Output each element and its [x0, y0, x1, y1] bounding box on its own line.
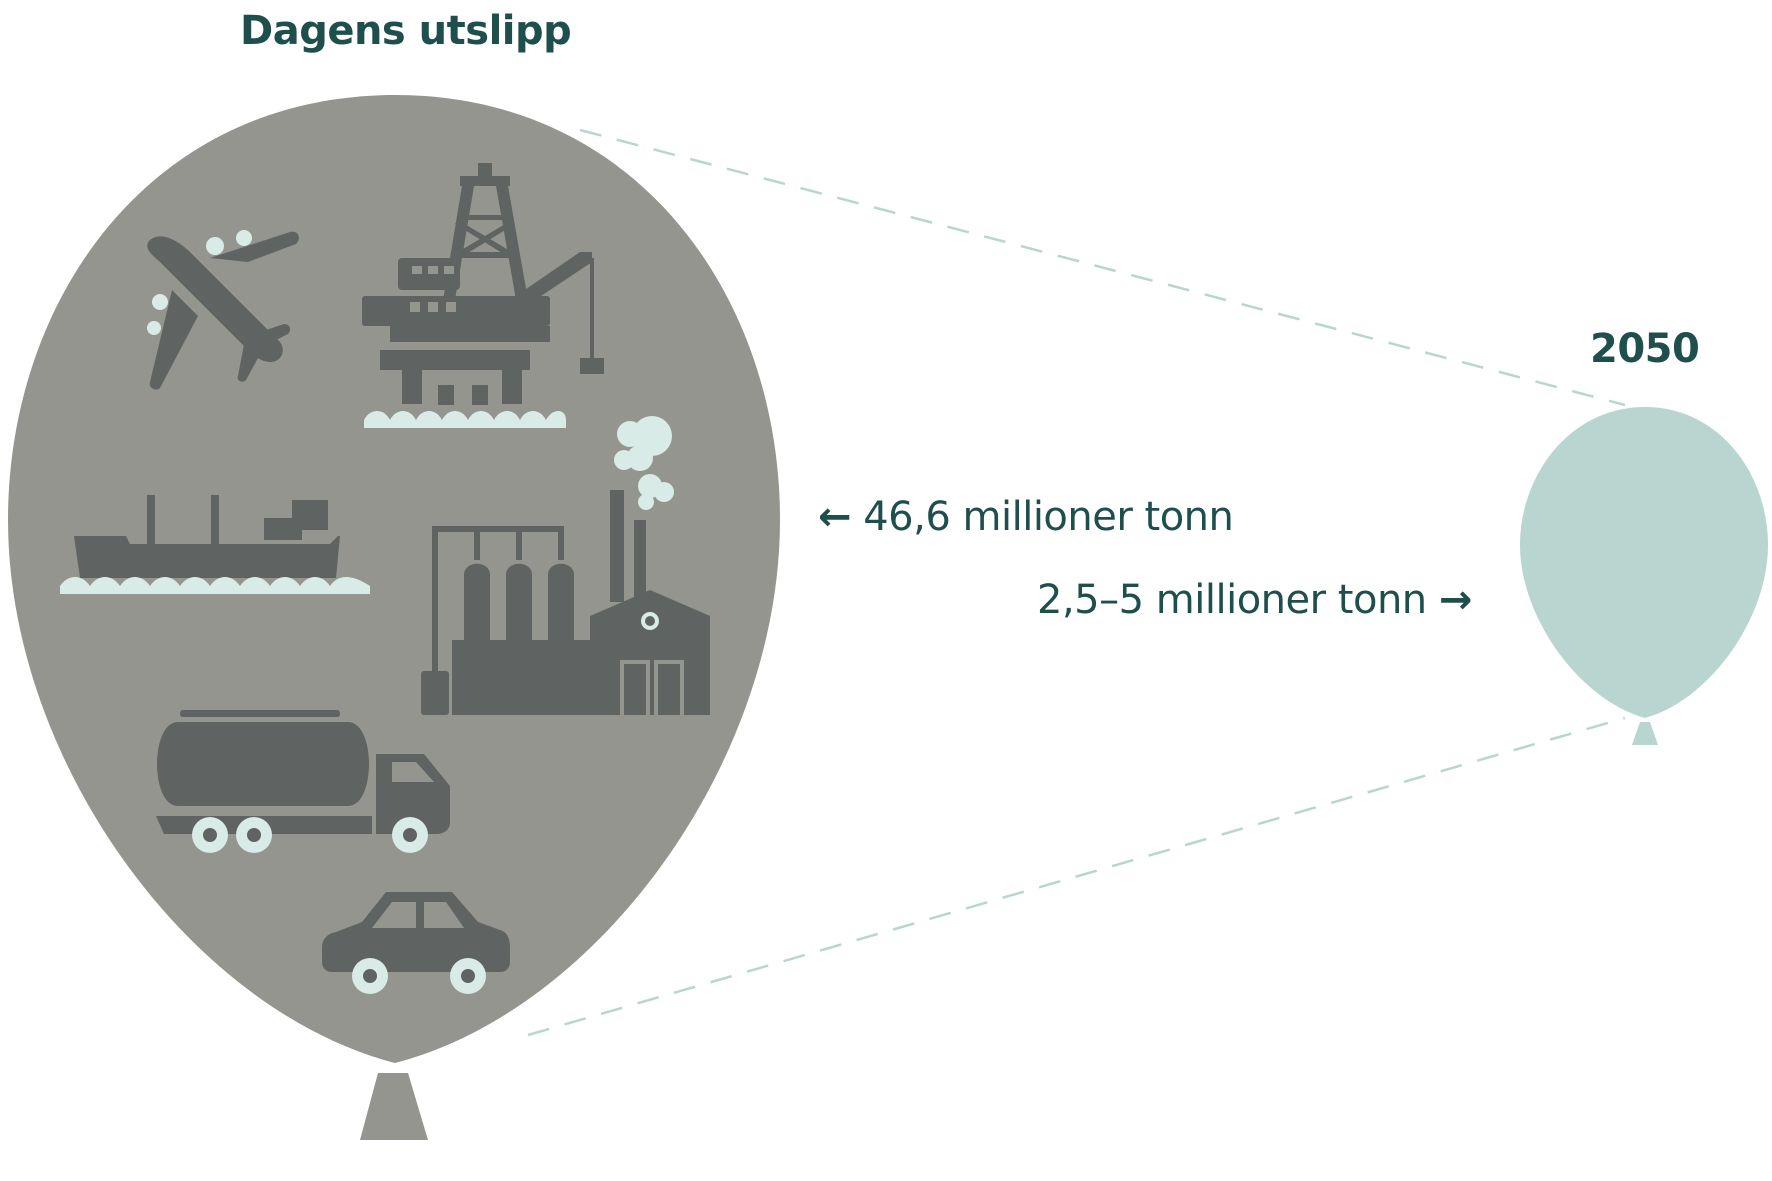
future-value-row: 2,5–5 millioner tonn → — [1037, 577, 1472, 623]
future-value-label: 2,5–5 millioner tonn — [1037, 577, 1427, 623]
today-title: Dagens utslipp — [240, 8, 572, 54]
left-arrow-icon: ← — [818, 494, 852, 540]
today-value-label: 46,6 millioner tonn — [863, 494, 1234, 540]
today-balloon-knot — [360, 1073, 428, 1140]
today-value-row: ← 46,6 millioner tonn — [818, 494, 1234, 540]
oil-platform-icon — [362, 163, 604, 428]
cargo-ship-icon — [60, 495, 370, 594]
future-balloon-knot — [1632, 722, 1658, 745]
connector-line-bottom — [527, 716, 1626, 1037]
airplane-icon — [147, 230, 299, 390]
future-balloon — [1520, 407, 1768, 745]
factory-icon — [421, 416, 710, 715]
car-icon — [322, 892, 510, 994]
future-title: 2050 — [1590, 326, 1700, 372]
right-arrow-icon: → — [1438, 577, 1473, 623]
connector-line-top — [579, 128, 1626, 407]
tanker-truck-icon — [156, 710, 450, 853]
